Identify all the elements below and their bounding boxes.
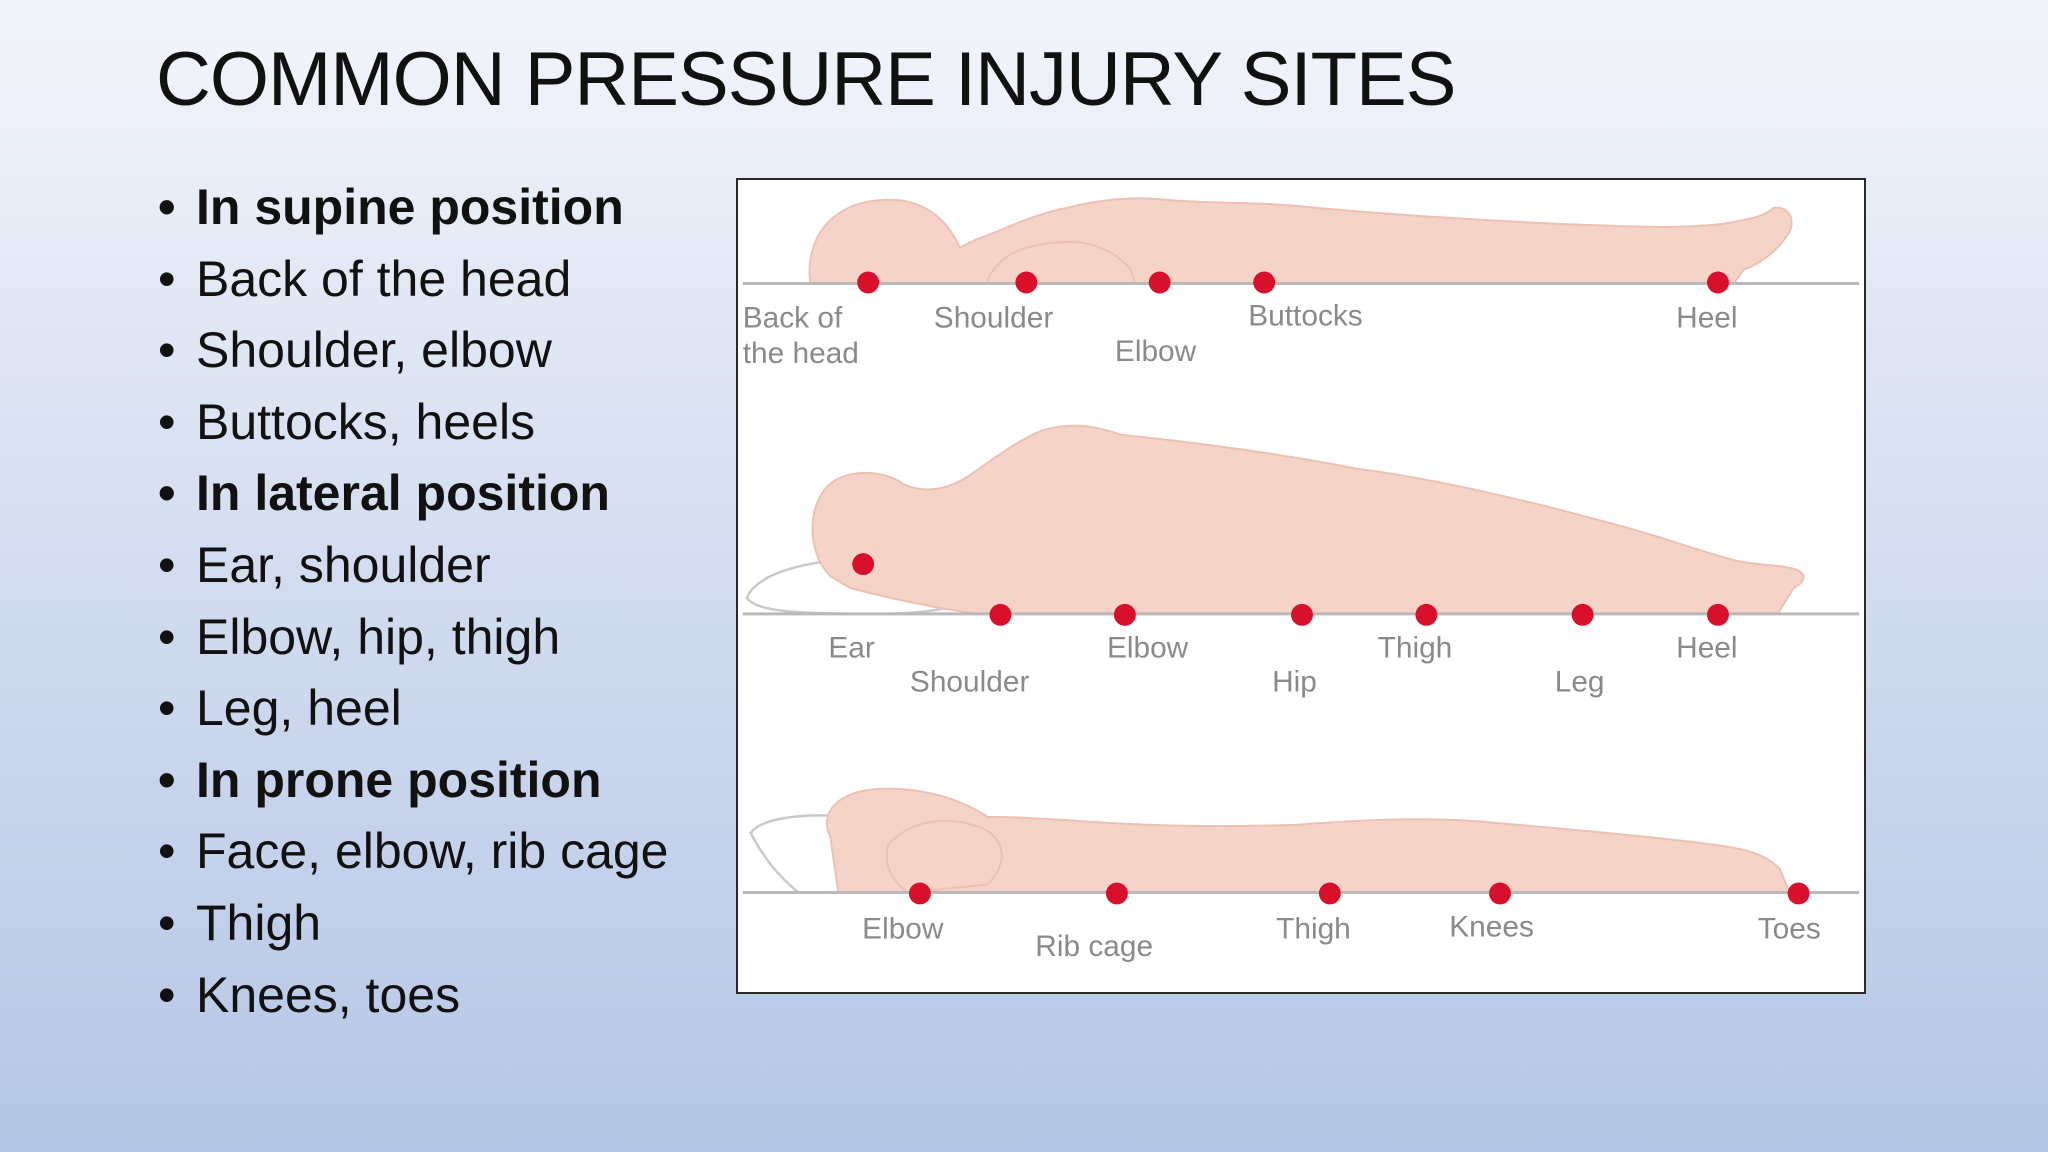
supine-figure: Back of the head Shoulder Elbow Buttocks… — [742, 197, 1860, 370]
pressure-site-elbow — [908, 882, 931, 905]
bullet-list: • In supine position • Back of the head • S… — [158, 172, 669, 1031]
bullet-text: In lateral position — [196, 465, 610, 522]
pressure-sites-figure: Back of the head Shoulder Elbow Buttocks… — [736, 178, 1866, 994]
lateral-figure: Ear Shoulder Elbow Hip Thigh Leg Heel — [742, 424, 1860, 698]
bullet-dot: • — [158, 608, 176, 665]
bullet-text: Elbow, hip, thigh — [196, 608, 561, 665]
prone-figure: Elbow Rib cage Thigh Knees Toes — [742, 787, 1860, 963]
bullet-item: • Leg, heel — [158, 673, 669, 745]
bullet-item: • Buttocks, heels — [158, 387, 669, 459]
label-prone-rib-cage: Rib cage — [1035, 930, 1153, 963]
label-back-of-head-line1: Back of — [743, 301, 843, 334]
bullet-dot: • — [158, 393, 176, 450]
pressure-site-shoulder — [989, 603, 1012, 626]
bullet-item: • Back of the head — [158, 244, 669, 316]
prone-body — [825, 787, 1792, 894]
pressure-site-shoulder — [1015, 271, 1038, 294]
bullet-dot: • — [158, 966, 176, 1023]
pressure-sites-diagram: Back of the head Shoulder Elbow Buttocks… — [742, 197, 1860, 963]
pressure-site-hip — [1291, 603, 1313, 626]
bullet-dot: • — [158, 680, 176, 737]
pressure-site-thigh — [1318, 882, 1341, 905]
bullet-dot: • — [158, 179, 176, 235]
pressure-site-ear — [852, 553, 875, 576]
bullet-text: Back of the head — [196, 250, 572, 307]
bullet-item: • Thigh — [158, 888, 669, 960]
bullet-text: Buttocks, heels — [196, 393, 536, 450]
label-lateral-leg: Leg — [1555, 665, 1605, 698]
label-supine-elbow: Elbow — [1115, 335, 1197, 368]
bullet-item: • In prone position — [158, 745, 669, 817]
bullet-dot: • — [158, 751, 176, 808]
bullet-item: • In lateral position — [158, 458, 669, 530]
bullet-item: • Knees, toes — [158, 960, 669, 1032]
bullet-dot: • — [158, 322, 176, 379]
pressure-site-heel — [1707, 603, 1729, 626]
label-prone-thigh: Thigh — [1276, 912, 1351, 945]
label-lateral-ear: Ear — [828, 632, 875, 665]
pressure-site-elbow — [1113, 603, 1136, 626]
label-lateral-hip: Hip — [1272, 665, 1317, 698]
pressure-site-heel — [1707, 271, 1729, 294]
bullet-text: Thigh — [196, 894, 322, 951]
bullet-dot: • — [158, 823, 176, 880]
bullet-text: Shoulder, elbow — [196, 322, 552, 379]
bullet-text: Leg, heel — [196, 680, 402, 737]
label-supine-heel: Heel — [1676, 301, 1737, 334]
pressure-site-elbow — [1148, 271, 1171, 294]
label-supine-shoulder: Shoulder — [934, 301, 1054, 334]
label-lateral-elbow: Elbow — [1107, 632, 1189, 665]
label-lateral-shoulder: Shoulder — [910, 665, 1030, 698]
pressure-site-thigh — [1415, 603, 1438, 626]
bullet-item: • Ear, shoulder — [158, 530, 669, 602]
bullet-item: • Face, elbow, rib cage — [158, 816, 669, 888]
pressure-site-toes — [1787, 882, 1810, 905]
label-back-of-head-line2: the head — [743, 337, 859, 370]
bullet-item: • Shoulder, elbow — [158, 315, 669, 387]
bullet-item: • Elbow, hip, thigh — [158, 602, 669, 674]
bullet-dot: • — [158, 465, 176, 522]
label-lateral-heel: Heel — [1676, 632, 1737, 665]
prone-arm — [885, 819, 1003, 894]
bullet-text: Knees, toes — [196, 966, 461, 1023]
bullet-dot: • — [158, 536, 176, 593]
bullet-text: In prone position — [196, 751, 602, 808]
pressure-site-leg — [1571, 603, 1594, 626]
lateral-body — [811, 424, 1805, 615]
label-lateral-thigh: Thigh — [1378, 632, 1453, 665]
supine-body — [808, 197, 1793, 285]
label-prone-elbow: Elbow — [862, 912, 944, 945]
bullet-dot: • — [158, 894, 176, 951]
bullet-dot: • — [158, 250, 176, 307]
bullet-item: • In supine position — [158, 172, 669, 244]
label-prone-knees: Knees — [1449, 910, 1534, 943]
label-supine-buttocks: Buttocks — [1248, 299, 1362, 332]
pressure-site-knees — [1489, 882, 1511, 905]
label-prone-toes: Toes — [1758, 912, 1821, 945]
pressure-site-back-of-head — [857, 271, 880, 294]
bullet-text: Face, elbow, rib cage — [196, 823, 669, 880]
bullet-text: In supine position — [196, 179, 624, 235]
slide-title: COMMON PRESSURE INJURY SITES — [156, 37, 1456, 122]
bullet-text: Ear, shoulder — [196, 536, 491, 593]
pressure-site-buttocks — [1253, 271, 1276, 294]
pressure-site-rib-cage — [1105, 882, 1128, 905]
